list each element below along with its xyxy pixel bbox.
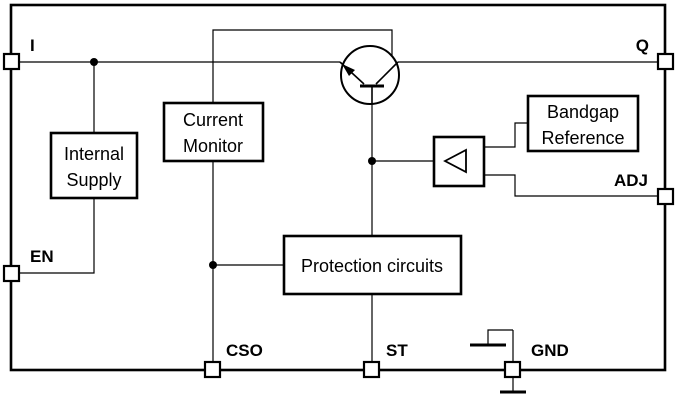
bandgap-reference-label-line1: Bandgap xyxy=(547,102,619,122)
pin-label-output: Q xyxy=(636,36,649,55)
error-amplifier-block xyxy=(432,135,486,188)
adjust-wire xyxy=(484,174,661,197)
current-monitor-block: Current Monitor xyxy=(162,101,265,163)
bandgap-reference-label-line2: Reference xyxy=(541,128,624,148)
internal-supply-block: Internal Supply xyxy=(49,131,139,200)
pass-transistor-icon xyxy=(339,45,400,105)
enable-wire xyxy=(19,198,95,274)
pin-status xyxy=(362,360,381,379)
pin-label-status: ST xyxy=(386,341,408,360)
bandgap-reference-block: Bandgap Reference xyxy=(526,94,640,153)
reference-wire xyxy=(484,122,528,148)
pin-label-cso: CSO xyxy=(226,341,263,360)
amplifier-triangle-icon xyxy=(443,148,467,174)
wires xyxy=(19,29,661,365)
protection-circuits-block: Protection circuits xyxy=(282,234,463,296)
pin-cso xyxy=(203,360,222,379)
internal-supply-label-line2: Supply xyxy=(66,170,121,190)
current-monitor-label-line2: Monitor xyxy=(183,136,243,156)
pin-label-ground: GND xyxy=(531,341,569,360)
internal-supply-label-line1: Internal xyxy=(64,144,124,164)
chip-outline xyxy=(9,3,667,372)
pin-enable xyxy=(2,264,21,283)
junction-dot-base xyxy=(368,157,376,165)
protection-circuits-label: Protection circuits xyxy=(301,256,443,276)
pin-ground xyxy=(503,360,522,379)
sense-wire xyxy=(212,29,393,365)
pin-adjust xyxy=(656,187,675,206)
pin-output xyxy=(656,52,675,71)
pin-label-adjust: ADJ xyxy=(614,171,648,190)
ground-icon xyxy=(470,329,526,394)
pin-label-enable: EN xyxy=(30,247,54,266)
pin-input xyxy=(2,52,21,71)
junction-dot-cso xyxy=(209,261,217,269)
junction-dot-input xyxy=(90,58,98,66)
current-monitor-label-line1: Current xyxy=(183,110,243,130)
pin-label-input: I xyxy=(30,36,35,55)
